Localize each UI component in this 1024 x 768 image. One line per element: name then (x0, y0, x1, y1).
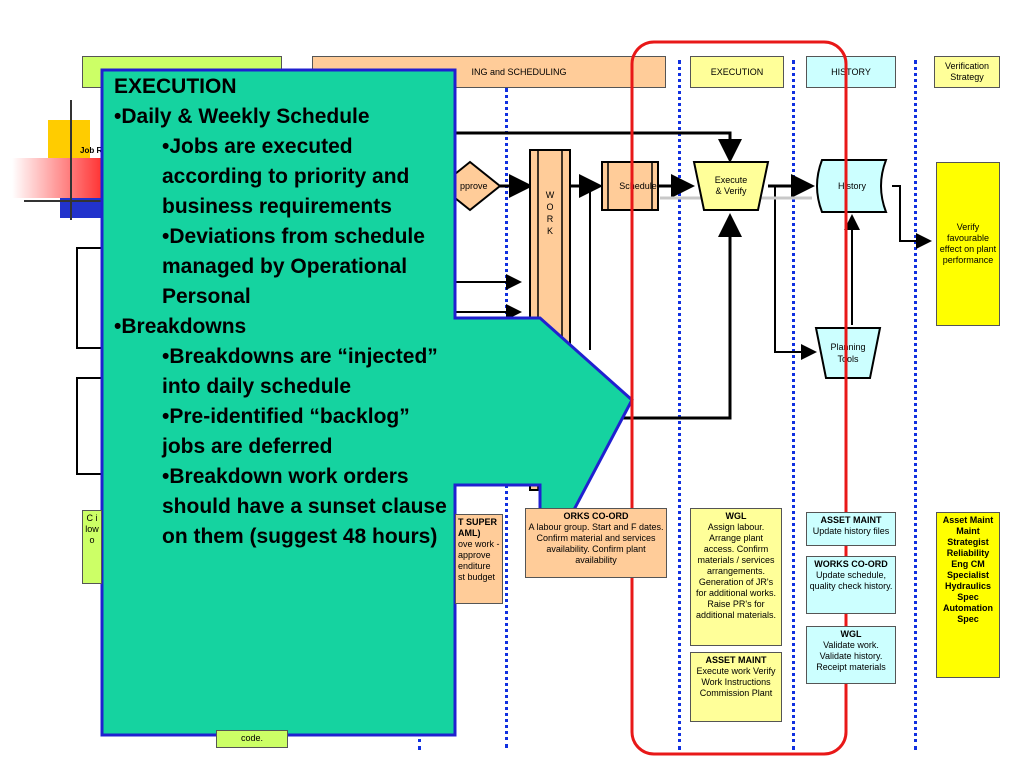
callout-line: •Pre-identified “backlog” jobs are defer… (162, 405, 410, 458)
note-asset-maint-execute-title: ASSET MAINT (705, 655, 767, 665)
corner-line-vertical (70, 100, 72, 220)
corner-line-horizontal (24, 200, 114, 202)
note-left: C i low o (82, 510, 102, 584)
lane-divider-2 (678, 60, 681, 750)
note-wgl-assign-body: Assign labour. Arrange plant access. Con… (695, 522, 777, 620)
note-wgl-assign-title: WGL (725, 511, 747, 521)
approve-label: pprove (460, 181, 488, 191)
note-wgl-validate-title: WGL (840, 629, 862, 639)
note-wgl-validate-body: Validate work. Validate history. Receipt… (816, 640, 886, 672)
lane-divider-3 (792, 60, 795, 750)
verify-effect-text: Verify favourable effect on plant perfor… (939, 222, 997, 265)
note-asset-maint-history-title: ASSET MAINT (820, 515, 882, 525)
corner-yellow-square (48, 120, 90, 158)
connector-history-tools (774, 186, 817, 360)
note-super-title: T SUPER AML) (458, 517, 498, 538)
note-super-body: ove work - approve enditure st budget (458, 539, 500, 582)
execute-verify-label: Execute& Verify (715, 175, 748, 196)
callout-line: •Breakdown work orders should have a sun… (162, 465, 447, 548)
note-super: T SUPER AML) ove work - approve enditure… (455, 514, 503, 604)
execution-callout: EXECUTION •Daily & Weekly Schedule •Jobs… (112, 72, 452, 552)
work-letters: W O R K (546, 190, 555, 236)
side-label: Job R (80, 146, 103, 155)
callout-line: •Breakdowns are “injected” into daily sc… (162, 345, 438, 398)
schedule-box (601, 161, 659, 211)
note-wgl-validate: WGL Validate work. Validate history. Rec… (806, 626, 896, 684)
lane-divider-4 (914, 60, 917, 750)
note-roles-text: Asset Maint Maint Strategist Reliability… (942, 515, 994, 624)
note-asset-maint-history-body: Update history files (812, 526, 890, 536)
connector-top-loop (430, 131, 742, 163)
planning-tools-shape (814, 327, 882, 379)
note-code: code. (216, 730, 288, 748)
callout-line: •Daily & Weekly Schedule (114, 105, 370, 128)
note-wgl-assign: WGL Assign labour. Arrange plant access.… (690, 508, 782, 646)
note-works-coord-update-title: WORKS CO-ORD (814, 559, 888, 569)
callout-line: •Deviations from schedule managed by Ope… (162, 225, 425, 308)
corner-red-bar (12, 158, 102, 198)
header-history-label: HISTORY (831, 67, 871, 77)
history-label: History (838, 181, 867, 191)
history-shape (816, 159, 888, 213)
execution-highlight-outline (630, 40, 848, 756)
connector-history-verify (892, 185, 932, 249)
note-left-text: C i low o (85, 513, 99, 545)
header-execution: EXECUTION (690, 56, 784, 88)
work-letter: O (546, 202, 553, 212)
callout-line: •Breakdowns (114, 315, 247, 338)
note-works-coord-update-body: Update schedule, quality check history. (809, 570, 893, 591)
execute-verify-shape (692, 161, 770, 211)
note-asset-maint-history: ASSET MAINT Update history files (806, 512, 896, 546)
callout-line: •Jobs are executed according to priority… (162, 135, 410, 218)
header-planning-label: ING and SCHEDULING (471, 67, 567, 77)
work-letter: W (546, 190, 555, 200)
header-verification: Verification Strategy (934, 56, 1000, 88)
header-execution-label: EXECUTION (710, 67, 764, 77)
header-history: HISTORY (806, 56, 896, 88)
callout-title: EXECUTION (114, 75, 237, 98)
note-works-coord-title: ORKS CO-ORD (563, 511, 629, 521)
verify-effect-box: Verify favourable effect on plant perfor… (936, 162, 1000, 326)
note-works-coord-body: A labour group. Start and F dates. Confi… (528, 522, 664, 565)
note-roles: Asset Maint Maint Strategist Reliability… (936, 512, 1000, 678)
note-works-coord-update: WORKS CO-ORD Update schedule, quality ch… (806, 556, 896, 614)
work-letter: K (547, 226, 553, 236)
schedule-label: Schedule (619, 181, 657, 191)
note-code-text: code. (240, 733, 264, 743)
execute-verify-text: Execute (715, 175, 748, 185)
note-asset-maint-execute-body: Execute work Verify Work Instructions Co… (696, 666, 776, 698)
header-verification-label: Verification Strategy (944, 61, 990, 82)
note-works-coord: ORKS CO-ORD A labour group. Start and F … (525, 508, 667, 578)
work-letter: R (547, 214, 554, 224)
note-asset-maint-execute: ASSET MAINT Execute work Verify Work Ins… (690, 652, 782, 722)
